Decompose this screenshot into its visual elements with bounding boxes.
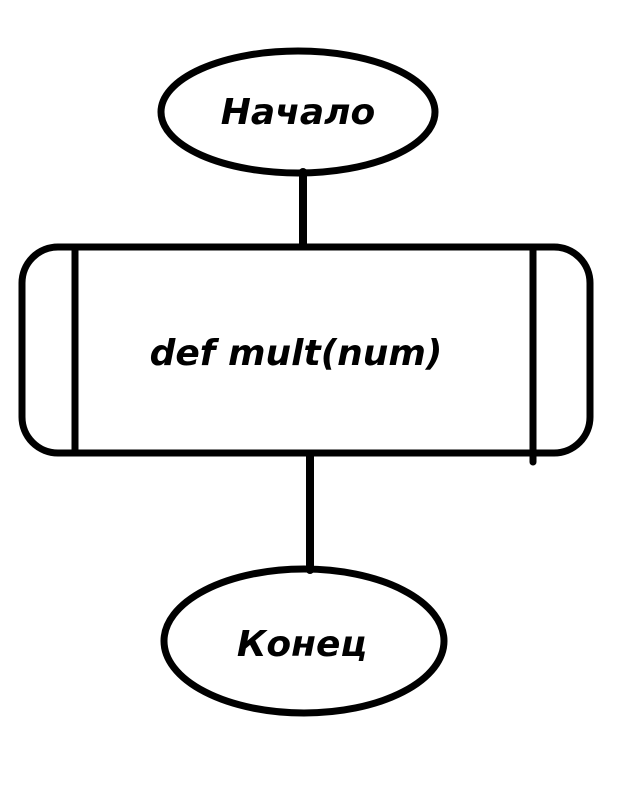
predefined-process-block: [18, 243, 594, 457]
start-label: Начало: [221, 92, 376, 133]
end-label: Конец: [237, 624, 367, 665]
start-terminator: [157, 47, 439, 177]
end-terminator: [160, 565, 448, 717]
process-label: def mult(num): [150, 333, 443, 374]
